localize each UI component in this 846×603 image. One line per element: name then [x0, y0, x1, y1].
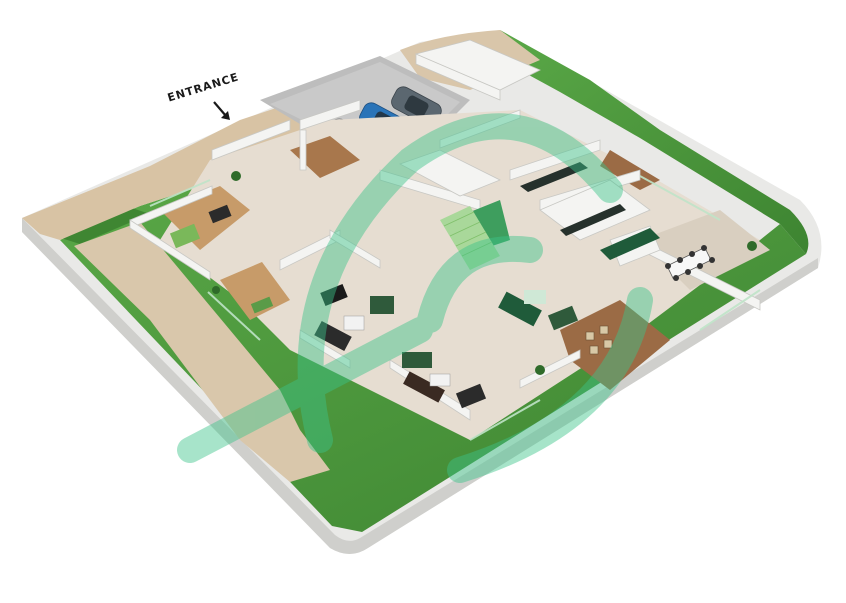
sofa-dark-3 — [455, 383, 487, 409]
sofa-green-family — [498, 291, 542, 327]
arrow-down-right-icon — [213, 101, 230, 120]
sofa-green-1 — [370, 296, 394, 314]
sofa-dark-2 — [403, 371, 445, 403]
plants — [212, 171, 757, 375]
wood-deck — [560, 300, 670, 390]
dining-chairs — [665, 245, 715, 281]
tv-unit — [320, 284, 348, 306]
sofa-green-2 — [402, 352, 432, 368]
armchair-family — [547, 305, 579, 331]
bed — [169, 223, 201, 249]
study-desk — [250, 296, 274, 314]
sofa-bedroom — [208, 204, 232, 224]
dining-table — [666, 246, 712, 280]
coffee-table-family — [524, 290, 546, 304]
entry-deck — [290, 136, 360, 178]
coffee-table-1 — [343, 315, 365, 331]
staircase — [440, 206, 500, 270]
brand-logo-watermark — [177, 113, 653, 483]
deck-seating — [585, 325, 613, 355]
furniture — [169, 204, 715, 409]
wood-deck-rear — [600, 150, 660, 190]
coffee-table-2 — [429, 373, 451, 387]
glass-railings — [149, 175, 761, 441]
kitchen — [470, 162, 660, 260]
sofa-dark-1 — [314, 320, 352, 352]
